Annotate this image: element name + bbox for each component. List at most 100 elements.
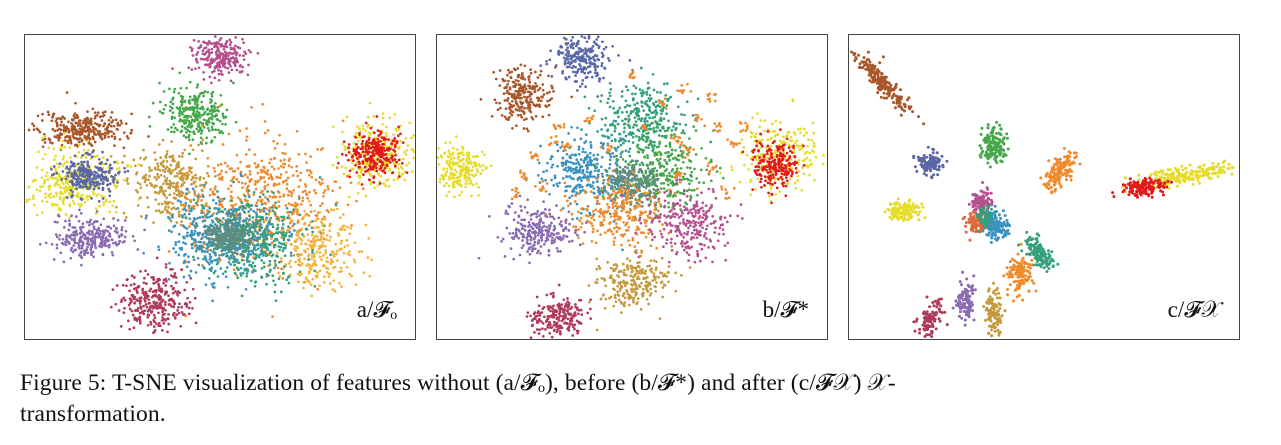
point	[579, 59, 583, 63]
point	[323, 189, 327, 192]
point	[207, 225, 211, 229]
point	[266, 169, 270, 172]
point	[197, 129, 201, 133]
point	[43, 134, 47, 138]
point	[142, 291, 145, 294]
point	[27, 128, 31, 132]
point	[523, 95, 526, 99]
point	[200, 188, 204, 192]
point	[372, 152, 375, 155]
point	[192, 130, 195, 133]
point	[229, 199, 233, 202]
point	[387, 185, 391, 188]
point	[136, 181, 140, 185]
point	[180, 220, 183, 223]
point	[40, 211, 44, 214]
point	[172, 122, 176, 126]
point	[164, 277, 167, 281]
point	[208, 41, 212, 45]
point	[237, 208, 240, 212]
point	[301, 199, 304, 203]
point	[387, 146, 391, 150]
point	[368, 101, 372, 105]
point	[598, 77, 602, 81]
point	[313, 189, 316, 192]
point	[270, 165, 274, 169]
point	[199, 184, 202, 187]
point	[213, 258, 217, 262]
point	[238, 212, 242, 216]
point	[191, 106, 194, 110]
point	[270, 190, 273, 193]
point	[293, 247, 296, 251]
point	[337, 234, 341, 237]
point	[211, 114, 215, 118]
point	[167, 186, 170, 190]
point	[79, 178, 83, 181]
point	[205, 247, 208, 250]
point	[198, 195, 202, 198]
point	[183, 204, 187, 208]
point	[206, 164, 210, 168]
point	[308, 169, 312, 172]
point	[492, 70, 495, 74]
point	[348, 175, 352, 179]
point	[220, 61, 224, 65]
point	[564, 38, 568, 41]
point	[171, 202, 174, 205]
point	[358, 132, 361, 135]
point	[193, 94, 196, 98]
point	[67, 219, 71, 222]
point	[506, 96, 510, 100]
point	[83, 134, 87, 138]
point	[255, 239, 259, 243]
point	[163, 303, 167, 307]
point	[155, 184, 158, 188]
point	[53, 220, 57, 224]
point	[236, 196, 240, 200]
point	[210, 232, 213, 236]
point	[98, 204, 102, 208]
point	[244, 173, 247, 177]
point	[322, 254, 325, 257]
point	[282, 215, 286, 219]
point	[103, 122, 107, 126]
point	[200, 57, 203, 61]
point	[221, 73, 224, 77]
point	[226, 219, 229, 222]
point	[369, 126, 373, 130]
point	[197, 125, 200, 128]
point	[516, 113, 520, 117]
point	[208, 210, 211, 214]
point	[394, 127, 398, 131]
point	[208, 75, 212, 79]
point	[75, 114, 79, 117]
point	[100, 119, 104, 122]
point	[55, 203, 59, 207]
point	[229, 208, 233, 212]
point	[244, 250, 247, 254]
point	[572, 54, 575, 58]
point	[193, 217, 197, 221]
point	[234, 260, 238, 263]
point	[126, 182, 130, 185]
point	[82, 142, 86, 146]
point	[73, 248, 77, 252]
point	[73, 116, 77, 120]
point	[100, 173, 103, 176]
point	[183, 120, 186, 124]
point	[534, 114, 538, 118]
point	[80, 160, 83, 164]
point	[587, 36, 591, 40]
point	[38, 189, 42, 193]
point	[85, 248, 88, 251]
point	[174, 250, 178, 254]
point	[202, 225, 206, 229]
point	[561, 69, 565, 73]
point	[205, 243, 209, 247]
point	[516, 104, 520, 108]
point	[246, 229, 250, 233]
point	[104, 228, 108, 232]
point	[182, 241, 185, 244]
point	[260, 189, 264, 193]
